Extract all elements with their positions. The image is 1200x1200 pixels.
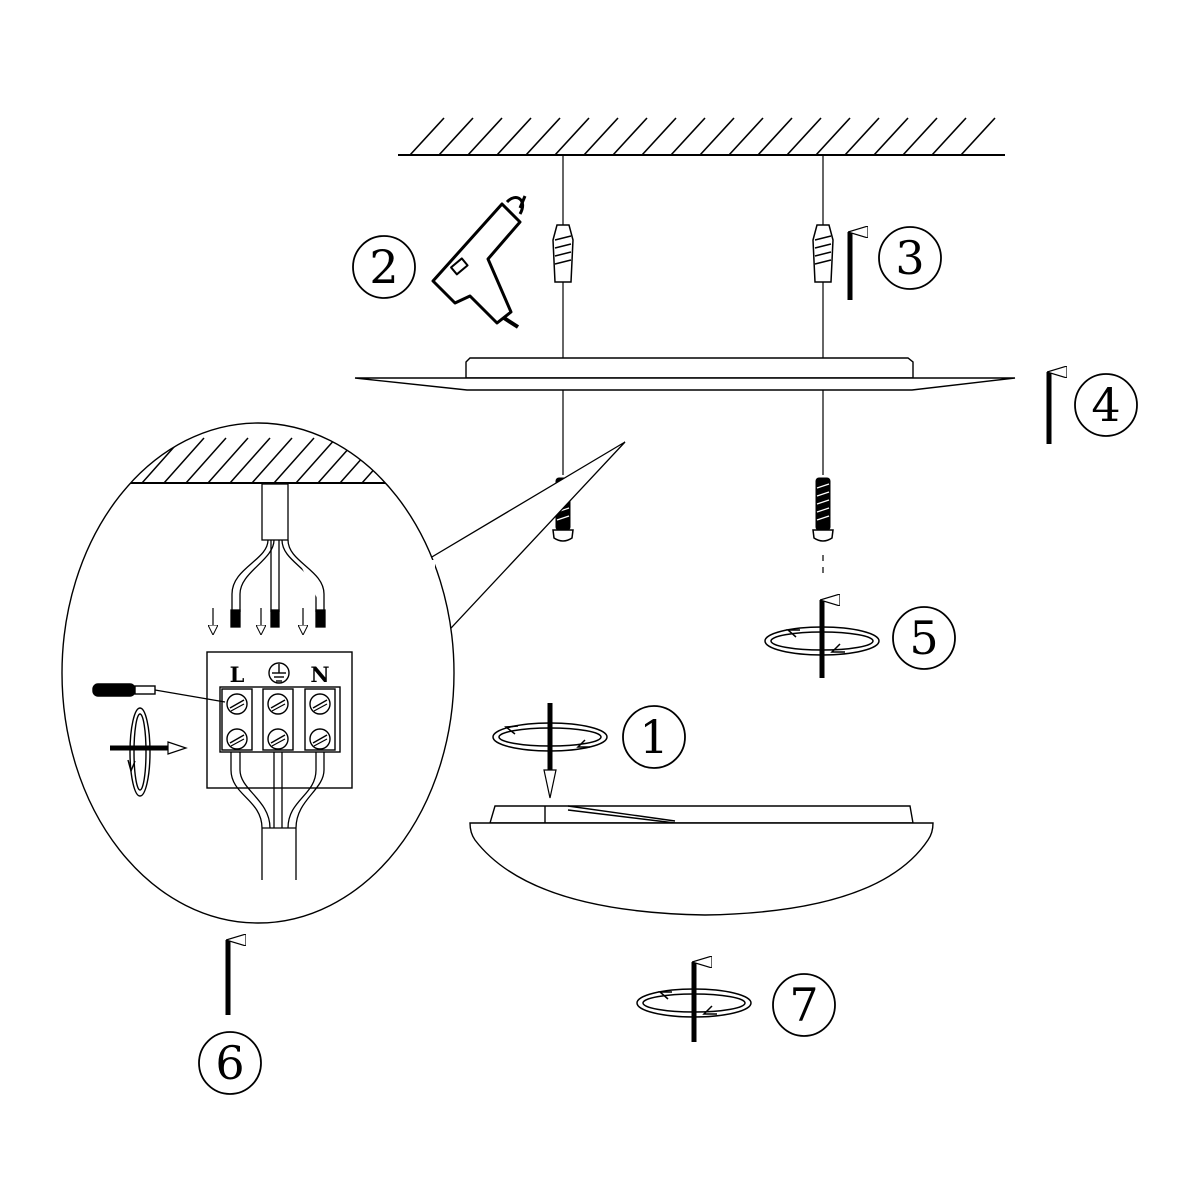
drill-icon [431, 195, 527, 329]
terminal-label-neutral: N [310, 662, 329, 687]
step-3-label: 3 [895, 231, 924, 285]
earth-ground-icon [268, 662, 290, 684]
lamp-shade [469, 805, 934, 916]
guide-lines [562, 155, 824, 575]
step-4-marker: 4 [1074, 373, 1138, 437]
screwdriver-icon [92, 683, 226, 703]
step-2-marker: 2 [352, 235, 416, 299]
wiring-detail-callout: L N [61, 422, 626, 924]
rotate-arrow-icon [110, 707, 188, 797]
mounting-plate [354, 357, 1016, 391]
supply-cable [230, 483, 326, 628]
terminal-label-live: L [230, 662, 245, 687]
step-6-marker: 6 [198, 1031, 262, 1095]
step-7-marker: 7 [772, 973, 836, 1037]
ceiling [398, 117, 1005, 156]
step-numbers: 1 2 3 4 5 6 7 [198, 226, 1138, 1095]
terminal-block [206, 651, 353, 789]
step-6-label: 6 [215, 1036, 244, 1090]
step-2-label: 2 [369, 240, 398, 294]
step-4-label: 4 [1091, 378, 1120, 432]
wire-insert-arrows [213, 608, 303, 630]
step-3-marker: 3 [878, 226, 942, 290]
down-arrow-icon [543, 703, 557, 799]
step-1-marker: 1 [622, 705, 686, 769]
step-5-marker: 5 [892, 606, 956, 670]
wall-plug-icon [812, 224, 834, 283]
step-1-label: 1 [639, 710, 668, 764]
step-5-label: 5 [909, 611, 938, 665]
screw-icon [812, 477, 834, 542]
wall-plug-icon [552, 224, 574, 283]
output-wires [230, 752, 325, 880]
step-7-label: 7 [789, 978, 818, 1032]
